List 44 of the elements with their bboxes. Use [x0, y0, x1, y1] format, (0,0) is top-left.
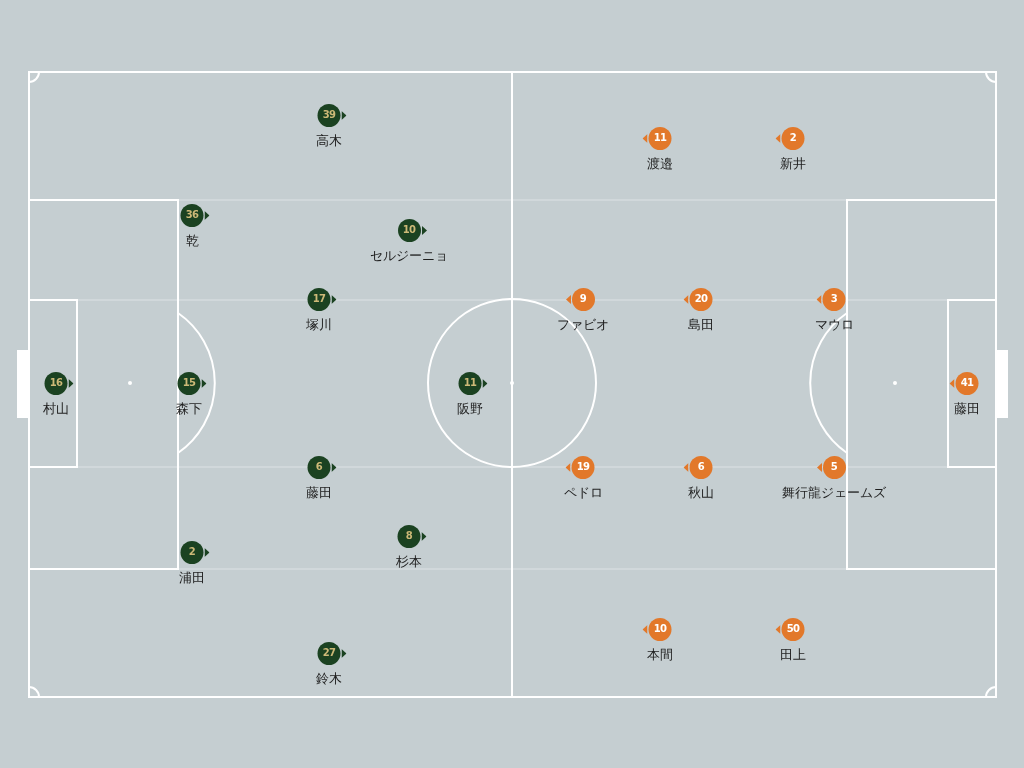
player-name: 田上: [780, 646, 806, 663]
player-number-badge: 10: [397, 218, 421, 242]
player-name: マウロ: [814, 316, 854, 333]
player-name: 浦田: [179, 569, 205, 586]
player-number-badge: 19: [571, 455, 595, 479]
player-name: 新井: [780, 155, 806, 172]
player-number-badge: 16: [44, 371, 68, 395]
player-number-badge: 11: [648, 126, 672, 150]
player-number-badge: 9: [571, 287, 595, 311]
player-name: セルジーニョ: [370, 247, 448, 264]
player-number-badge: 50: [781, 617, 805, 641]
player-name: 杉本: [396, 553, 422, 570]
player-number-badge: 6: [307, 455, 331, 479]
player-name: 阪野: [457, 400, 483, 417]
player-name: 高木: [316, 132, 342, 149]
player-name: 秋山: [688, 484, 714, 501]
player-number-badge: 36: [180, 203, 204, 227]
player-number-badge: 17: [307, 287, 331, 311]
player-name: 乾: [185, 232, 199, 249]
player-name: 藤田: [306, 484, 332, 501]
player-name: ファビオ: [557, 316, 609, 333]
player-name: 森下: [176, 400, 202, 417]
player-number-badge: 15: [177, 371, 201, 395]
player-name: 島田: [688, 316, 714, 333]
player-name: ペドロ: [563, 484, 603, 501]
player-number-badge: 2: [180, 540, 204, 564]
player-number-badge: 20: [689, 287, 713, 311]
player-name: 舞行龍ジェームズ: [782, 484, 886, 501]
player-name: 鈴木: [316, 670, 342, 687]
player-name: 本間: [647, 646, 673, 663]
player-number-badge: 10: [648, 617, 672, 641]
player-name: 塚川: [306, 316, 332, 333]
player-name: 渡邉: [647, 155, 673, 172]
player-number-badge: 41: [955, 371, 979, 395]
player-number-badge: 5: [822, 455, 846, 479]
player-number-badge: 39: [317, 103, 341, 127]
player-name: 村山: [43, 400, 69, 417]
player-number-badge: 8: [397, 524, 421, 548]
player-number-badge: 3: [822, 287, 846, 311]
player-number-badge: 27: [317, 641, 341, 665]
player-name: 藤田: [954, 400, 980, 417]
player-number-badge: 2: [781, 126, 805, 150]
player-number-badge: 6: [689, 455, 713, 479]
player-number-badge: 11: [458, 371, 482, 395]
